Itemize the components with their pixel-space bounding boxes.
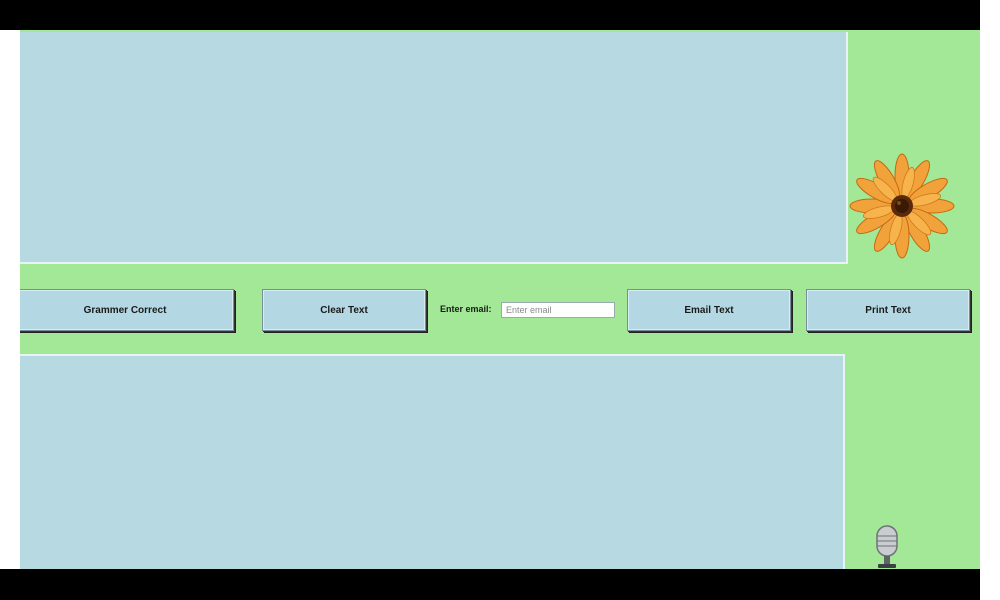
email-input[interactable] (501, 302, 615, 318)
microphone-icon[interactable] (870, 524, 904, 569)
email-label: Enter email: (440, 304, 492, 314)
input-text-area[interactable] (20, 32, 848, 264)
flower-icon (849, 153, 955, 259)
print-text-button[interactable]: Print Text (806, 289, 970, 331)
clear-text-button[interactable]: Clear Text (262, 289, 426, 331)
output-text-area[interactable] (20, 354, 845, 569)
email-text-button[interactable]: Email Text (627, 289, 791, 331)
letterbox-top (0, 0, 980, 30)
letterbox-bottom (0, 569, 980, 600)
grammar-correct-button[interactable]: Grammer Correct (20, 289, 234, 331)
app-canvas: Grammer Correct Clear Text Enter email: … (20, 30, 980, 569)
